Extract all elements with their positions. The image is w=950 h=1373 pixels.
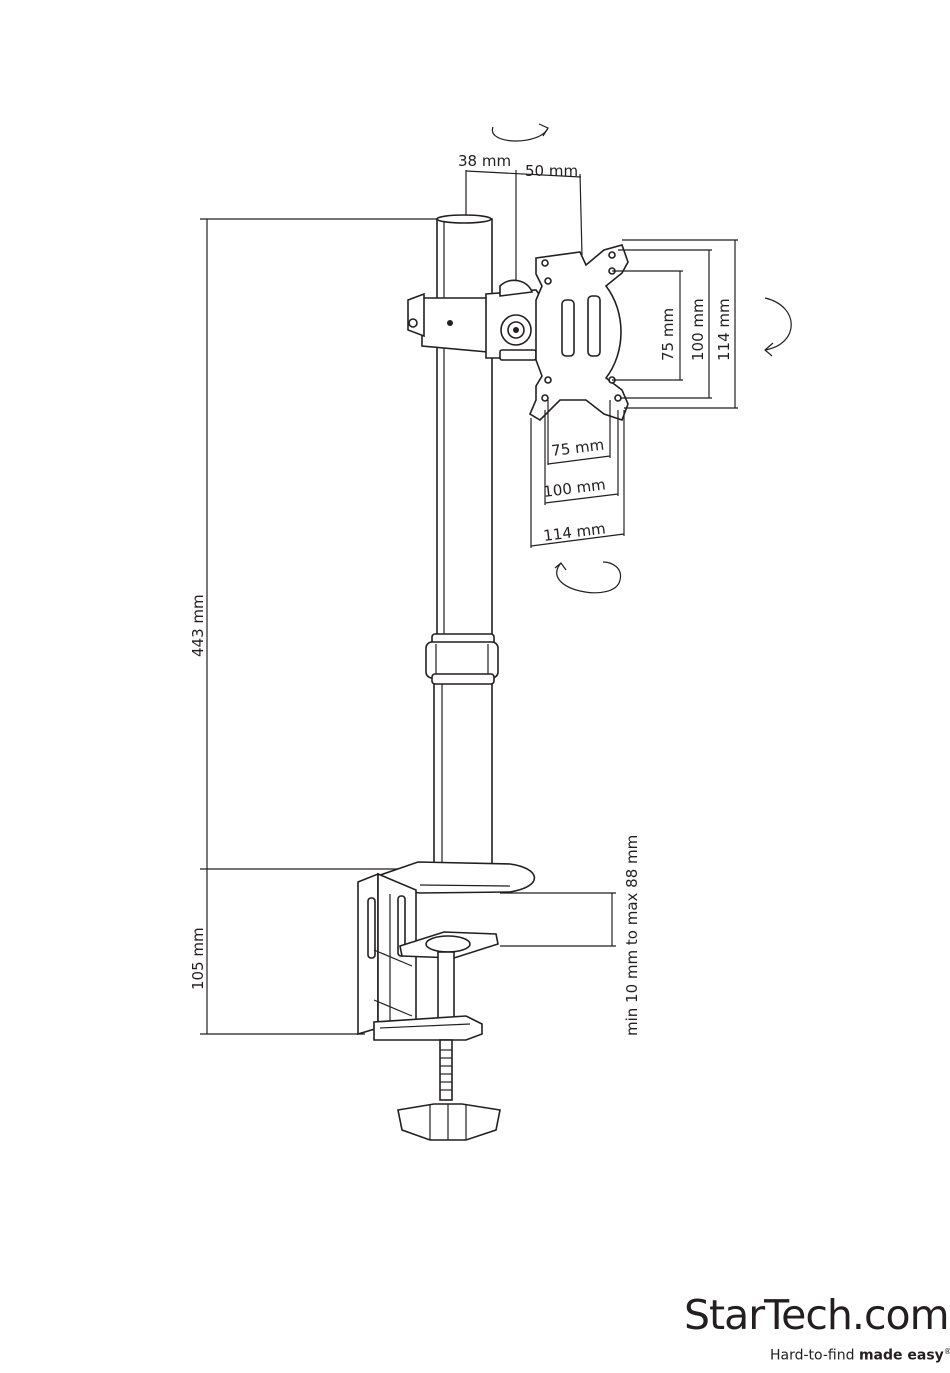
rotation-arrow-bottom-head <box>555 563 566 570</box>
vesa-h-75-label: 75 mm <box>550 436 605 460</box>
clamp-height-label: 105 mm <box>189 927 207 990</box>
brand-tagline: Hard-to-find made easy® <box>770 1347 940 1367</box>
total-height-label: 443 mm <box>189 594 207 657</box>
vesa-h-114-label: 114 mm <box>542 519 606 544</box>
rotation-arrow-top-icon <box>492 127 548 141</box>
vesa-v-75-label: 75 mm <box>659 308 677 361</box>
tagline-mark: ® <box>944 1347 950 1356</box>
clamp-screw <box>440 1040 452 1100</box>
height-collar <box>426 634 498 684</box>
rotation-arrow-top-head <box>539 124 548 136</box>
rotation-arrow-bottom-icon <box>557 562 621 593</box>
vesa-v-114-label: 114 mm <box>715 298 733 361</box>
offset-post-label: 38 mm <box>458 152 511 170</box>
desk-range-label: min 10 mm to max 88 mm <box>623 835 641 1036</box>
pole-bracket <box>408 294 488 352</box>
tagline-regular: Hard-to-find <box>770 1348 859 1364</box>
vesa-v-100-label: 100 mm <box>689 298 707 361</box>
rotation-arrow-right-icon <box>765 298 791 350</box>
tagline-bold: made easy <box>859 1348 944 1364</box>
clamp-knob <box>398 1104 500 1140</box>
desk-range-dimension <box>500 893 616 946</box>
offset-head-label: 50 mm <box>525 162 578 180</box>
startech-logo: StarTech.com <box>684 1290 936 1340</box>
